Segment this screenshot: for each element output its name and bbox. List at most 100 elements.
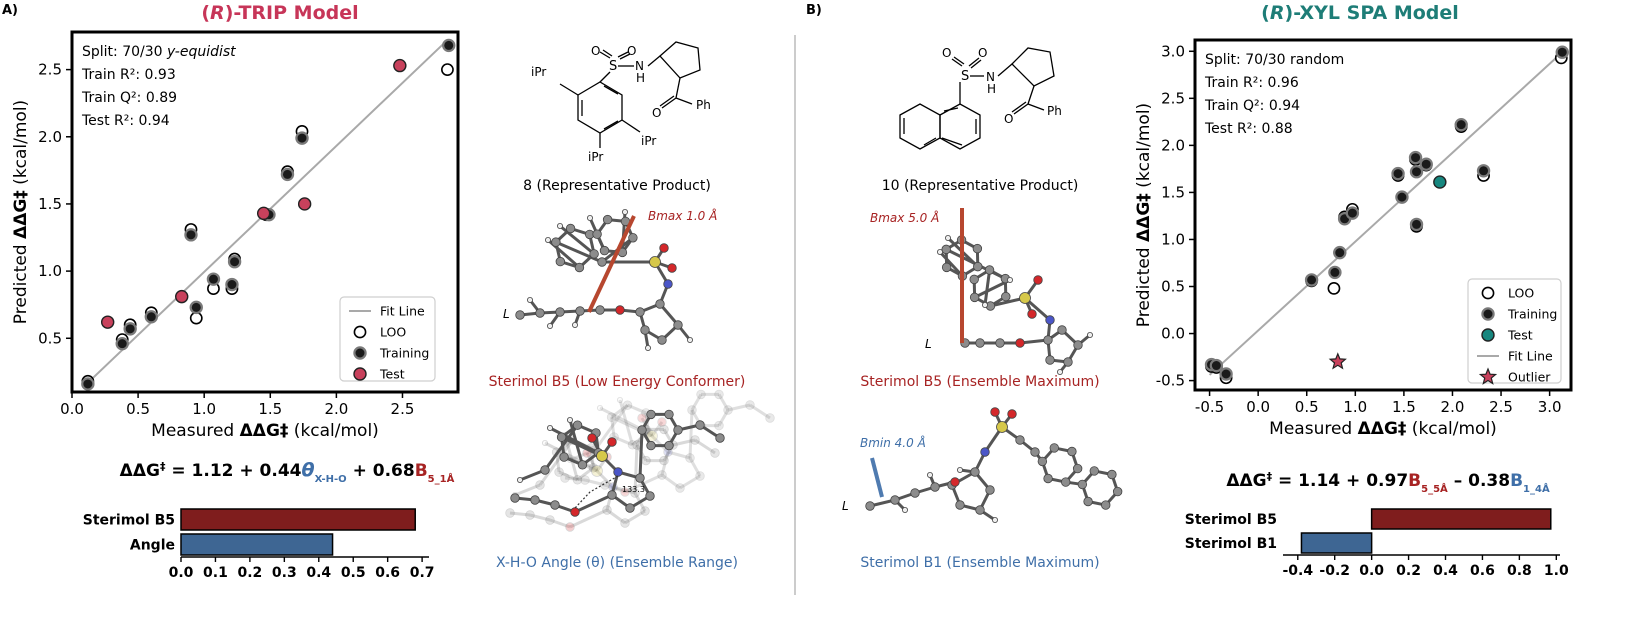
panel-a-label: A) bbox=[2, 3, 18, 18]
trip-l-label: L bbox=[503, 307, 510, 321]
y-tick-label: 1.0 bbox=[1161, 230, 1185, 248]
point-training bbox=[1411, 166, 1422, 177]
atom bbox=[536, 309, 545, 318]
point-training bbox=[1421, 159, 1432, 170]
stats-train-r2: Train R²: 0.93 bbox=[81, 67, 176, 83]
atom bbox=[1061, 478, 1070, 487]
point-test bbox=[258, 207, 270, 219]
atom bbox=[766, 414, 775, 423]
bar-x-tick-label: 0.6 bbox=[1470, 563, 1495, 579]
atom bbox=[697, 390, 706, 399]
y-label-bold: ΔΔG‡ bbox=[1134, 193, 1154, 242]
atom bbox=[592, 466, 603, 477]
x-tick-label: 2.5 bbox=[391, 400, 415, 418]
atom bbox=[1046, 356, 1055, 365]
x-tick-label: 1.5 bbox=[258, 400, 282, 418]
atom bbox=[1087, 332, 1092, 337]
point-training bbox=[146, 311, 157, 322]
stats-split: Split: 70/30 random bbox=[1205, 52, 1344, 68]
svg-text:iPr: iPr bbox=[641, 134, 656, 148]
atom bbox=[711, 449, 720, 458]
atom bbox=[1044, 474, 1053, 483]
atom bbox=[1108, 470, 1117, 479]
atom bbox=[506, 509, 515, 518]
legend-entry: Training bbox=[379, 346, 429, 361]
xyl-b5-caption: Sterimol B5 (Ensemble Maximum) bbox=[860, 374, 1099, 390]
x-axis-label: Measured ΔΔG‡ (kcal/mol) bbox=[151, 421, 379, 441]
x-label-prefix: Measured bbox=[151, 421, 239, 441]
point-training bbox=[1347, 208, 1358, 219]
bar-x-tick-label: 0.1 bbox=[203, 565, 228, 581]
atom bbox=[658, 471, 667, 480]
xyl-l-label-1: L bbox=[925, 337, 932, 351]
atom bbox=[1034, 276, 1043, 285]
y-tick-label: 3.0 bbox=[1161, 42, 1185, 60]
atom bbox=[526, 511, 535, 520]
point-test bbox=[394, 60, 406, 72]
atom bbox=[608, 491, 617, 500]
xyl-bmax-label: Bmax 5.0 Å bbox=[870, 210, 939, 225]
point-training bbox=[1306, 274, 1317, 285]
point-training bbox=[229, 256, 240, 267]
atom bbox=[567, 417, 572, 422]
atom bbox=[973, 262, 982, 271]
atom bbox=[603, 506, 612, 515]
atom bbox=[557, 433, 566, 442]
atom bbox=[603, 215, 612, 224]
point-training bbox=[1411, 219, 1422, 230]
x-tick-label: 2.5 bbox=[1489, 398, 1513, 416]
atom bbox=[660, 425, 669, 434]
xyl-structure-drawing bbox=[900, 48, 1054, 149]
legend-entry: LOO bbox=[380, 325, 406, 340]
atom bbox=[696, 421, 705, 430]
y-label-suffix: (kcal/mol) bbox=[11, 100, 31, 190]
atom bbox=[971, 468, 980, 477]
atom bbox=[668, 264, 677, 273]
atom bbox=[1084, 497, 1093, 506]
atom bbox=[716, 434, 725, 443]
atom bbox=[556, 308, 565, 317]
y-label-prefix: Predicted bbox=[11, 239, 31, 324]
atom bbox=[660, 244, 669, 253]
atom bbox=[664, 280, 673, 289]
atom bbox=[985, 266, 994, 275]
angle-value-label: 133.3 bbox=[622, 485, 645, 494]
bar-x-tick-label: 0.3 bbox=[272, 565, 297, 581]
atom bbox=[626, 504, 635, 513]
y-tick-label: 1.5 bbox=[1161, 183, 1185, 201]
point-training bbox=[117, 338, 128, 349]
svg-text:O: O bbox=[591, 44, 600, 58]
atom bbox=[891, 496, 900, 505]
atom bbox=[942, 245, 951, 254]
trip-cyclopentane bbox=[660, 42, 700, 78]
atom bbox=[598, 258, 607, 267]
atom bbox=[616, 306, 625, 315]
atom bbox=[1090, 467, 1099, 476]
point-test bbox=[176, 291, 188, 303]
atom bbox=[911, 489, 920, 498]
x-label-bold: ΔΔG‡ bbox=[1358, 419, 1407, 439]
x-label-suffix: (kcal/mol) bbox=[1406, 419, 1496, 439]
atom bbox=[531, 496, 540, 505]
y-tick-label: 2.0 bbox=[1161, 136, 1185, 154]
atom bbox=[636, 308, 645, 317]
atom bbox=[1001, 292, 1010, 301]
y-label-prefix: Predicted bbox=[1134, 242, 1154, 327]
atom bbox=[607, 413, 616, 422]
x-tick-label: 3.0 bbox=[1538, 398, 1562, 416]
atom bbox=[1068, 447, 1077, 456]
point-training bbox=[226, 279, 237, 290]
point-training bbox=[296, 133, 307, 144]
bar-angle bbox=[181, 534, 333, 555]
point-training bbox=[1329, 267, 1340, 278]
atom bbox=[992, 517, 997, 522]
atom bbox=[566, 523, 575, 532]
xyl-equation: ΔΔG‡ = 1.14 + 0.97B5_5Å – 0.38B1_4Å bbox=[1226, 470, 1550, 495]
point-training bbox=[1220, 368, 1231, 379]
atom bbox=[575, 263, 584, 272]
svg-text:O: O bbox=[1004, 112, 1013, 126]
xyl-model-title: (R)-XYL SPA Model bbox=[1261, 2, 1459, 24]
atom bbox=[623, 401, 632, 410]
atom bbox=[746, 401, 755, 410]
atom bbox=[547, 323, 552, 328]
